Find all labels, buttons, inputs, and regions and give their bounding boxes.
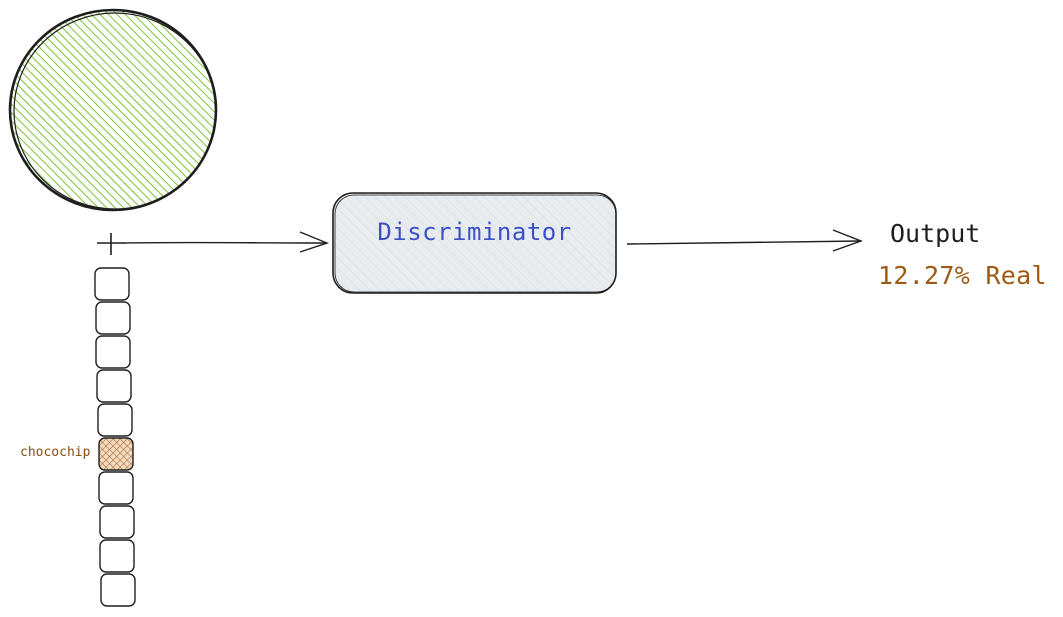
embedding-vector	[94, 267, 136, 607]
embedding-cell	[97, 403, 133, 437]
embedding-cell	[98, 471, 134, 505]
embedding-cell	[96, 369, 132, 403]
concat-plus-icon	[97, 233, 124, 255]
embedding-cell	[99, 539, 135, 573]
input-arrow	[122, 231, 330, 253]
embedding-cell	[99, 505, 135, 539]
input-image-circle	[8, 8, 218, 212]
embedding-cell	[95, 301, 131, 335]
chocochip-label: chocochip	[20, 445, 91, 460]
discriminator-box	[332, 192, 617, 294]
output-title: Output	[890, 219, 981, 248]
embedding-cell-chocochip	[98, 437, 134, 471]
embedding-cell-highlight-hatch	[99, 438, 133, 470]
embedding-cell	[95, 335, 131, 369]
output-value: 12.27% Real	[878, 261, 1047, 290]
embedding-cell	[100, 573, 136, 607]
discriminator-label: Discriminator	[377, 218, 572, 246]
output-arrow	[626, 229, 863, 252]
embedding-cell	[94, 267, 130, 301]
